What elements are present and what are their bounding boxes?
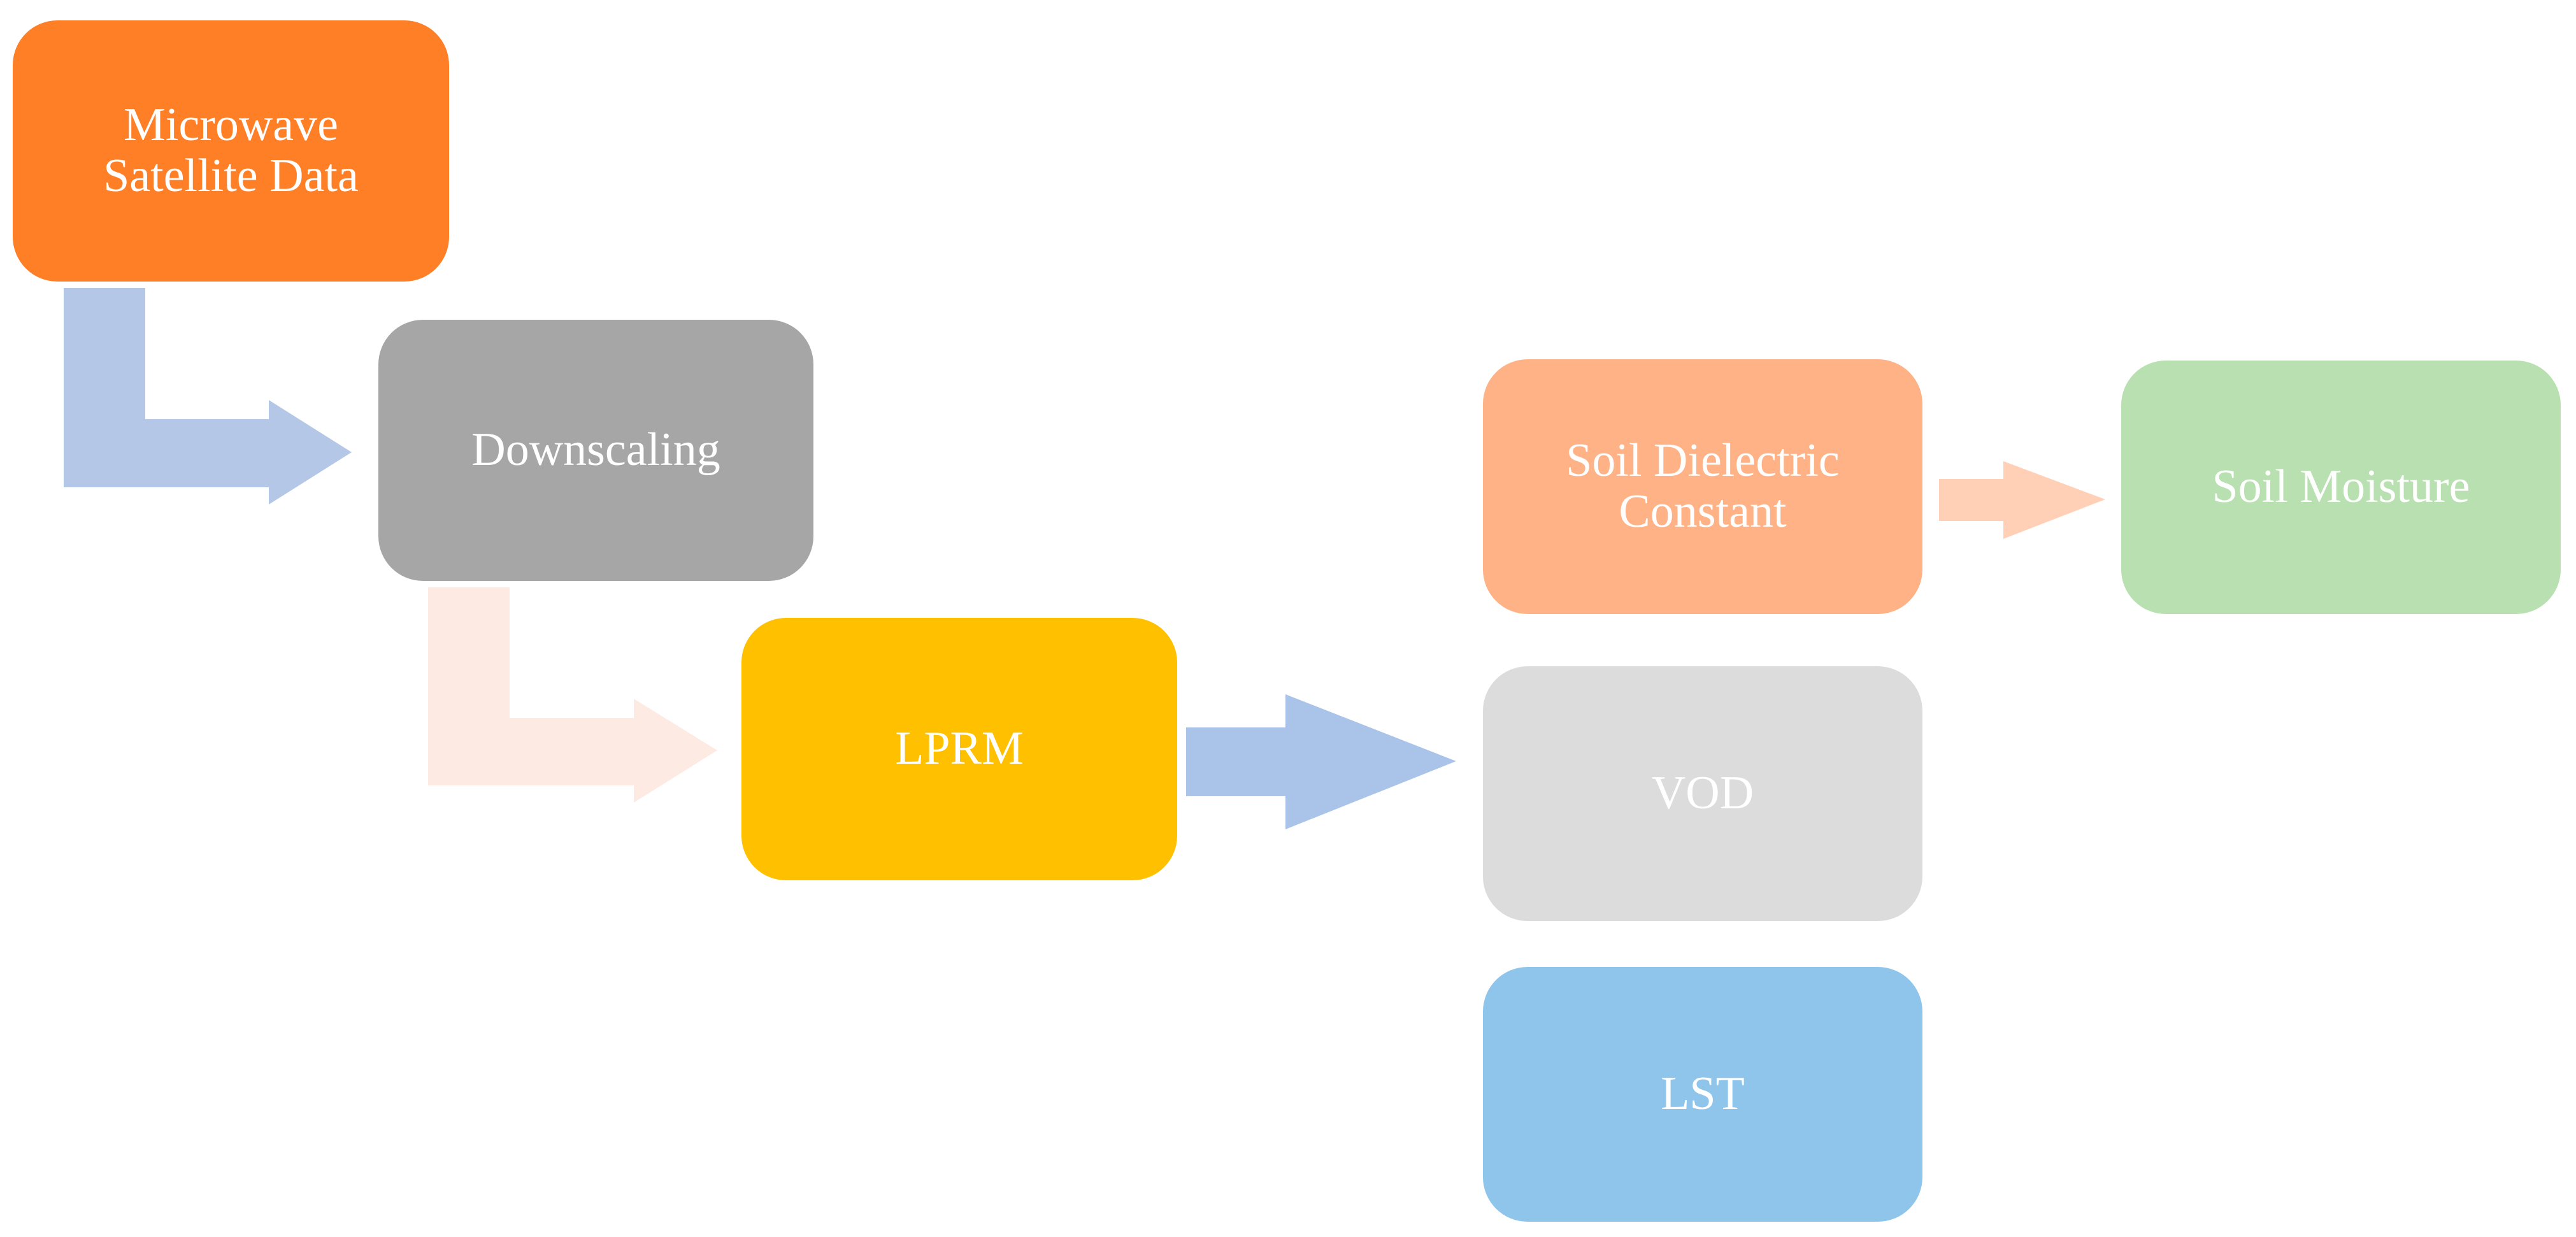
arrow-microwave-to-downscaling xyxy=(64,288,352,504)
microwave-satellite-data-label: Microwave Satellite Data xyxy=(103,99,359,202)
downscaling-node: Downscaling xyxy=(378,320,813,581)
soil-moisture-label: Soil Moisture xyxy=(2212,461,2470,513)
lst-node: LST xyxy=(1483,967,1922,1222)
soil-moisture-node: Soil Moisture xyxy=(2121,361,2561,614)
vod-node: VOD xyxy=(1483,666,1922,921)
arrow-lprm-to-outputs xyxy=(1186,694,1456,829)
soil-dielectric-constant-node: Soil Dielectric Constant xyxy=(1483,359,1922,614)
downscaling-label: Downscaling xyxy=(471,424,720,476)
lprm-node: LPRM xyxy=(741,618,1177,880)
microwave-satellite-data-node: Microwave Satellite Data xyxy=(13,20,449,282)
arrow-dielectric-to-moisture xyxy=(1939,461,2105,539)
lprm-label: LPRM xyxy=(895,722,1024,775)
vod-label: VOD xyxy=(1651,767,1754,820)
soil-dielectric-constant-label: Soil Dielectric Constant xyxy=(1566,434,1840,538)
lst-label: LST xyxy=(1661,1068,1745,1120)
arrow-downscaling-to-lprm xyxy=(428,587,717,803)
